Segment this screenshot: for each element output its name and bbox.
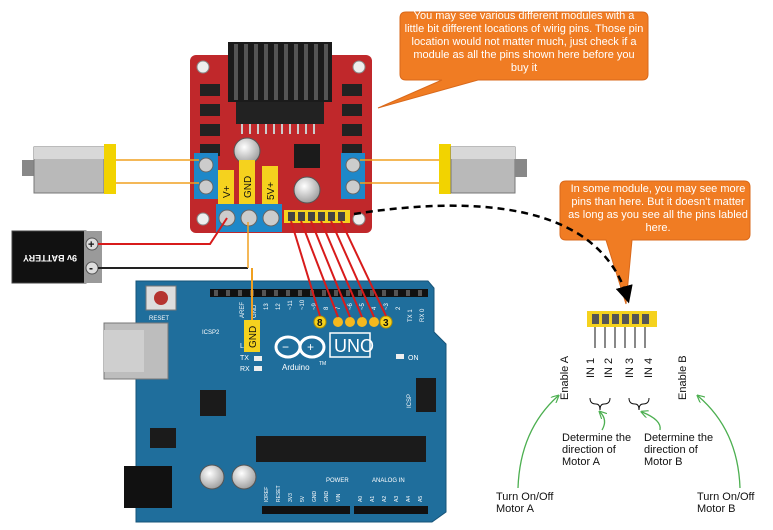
gnd-label: GND [243, 176, 254, 198]
power-gnd1: GND [312, 491, 318, 503]
icsp-header [416, 378, 436, 412]
battery-label: 9v BATTERY [23, 253, 77, 263]
pin-label-in2: IN 2 [603, 357, 615, 378]
power-ioref: IOREF [264, 487, 270, 502]
heatsink [228, 42, 332, 134]
control-wires [290, 220, 387, 318]
logo-minus: − [282, 340, 289, 354]
dc-jack [124, 466, 172, 508]
rx-label: RX [240, 366, 250, 373]
power-3v3: 3V3 [288, 493, 294, 502]
header-10: ~10 [300, 299, 306, 310]
microcontroller-chip [256, 436, 426, 462]
pin-label-enable-a: Enable A [559, 355, 571, 400]
power-5v: 5V [300, 495, 306, 502]
right-callout-bubble [559, 180, 751, 305]
power-reset: RESET [276, 485, 282, 502]
header-8: 8 [324, 306, 330, 310]
analog-label: ANALOG IN [372, 478, 405, 484]
header-7: 7 [336, 306, 342, 310]
pin-8-label: 8 [317, 318, 323, 329]
top-callout-bubble [377, 11, 649, 109]
analog-a2: A2 [382, 496, 388, 502]
motor-b [439, 144, 527, 194]
tm-label: TM [319, 361, 326, 367]
board-gnd-tag [244, 320, 260, 352]
power-label: POWER [326, 478, 349, 484]
header-tx1: TX 1 [408, 309, 414, 322]
header-aref: AREF [240, 302, 246, 318]
header-12: 12 [276, 303, 282, 310]
digital-header [210, 289, 428, 297]
5vplus-label: 5V+ [266, 182, 277, 200]
note-direction-a: Determine the direction of Motor A [562, 432, 632, 468]
header-13: 13 [264, 303, 270, 310]
brand-label: Arduino [282, 363, 310, 372]
pin-highlight-row [313, 315, 393, 329]
header-3: ~3 [384, 302, 390, 310]
pin-label-in1: IN 1 [585, 357, 597, 378]
header-5: ~5 [360, 302, 366, 310]
icsp-label: ICSP [407, 394, 413, 408]
power-header [262, 506, 350, 514]
motor-a [22, 144, 116, 194]
battery-minus: - [89, 261, 93, 275]
pin-label-in4: IN 4 [643, 357, 655, 378]
analog-a0: A0 [358, 496, 364, 502]
tx-label: TX [240, 355, 249, 362]
pin-header-zoom [587, 311, 657, 348]
pin-3-label: 3 [383, 318, 389, 329]
header-6: ~6 [348, 302, 354, 310]
right-callout-text: In some module, you may see more pins th… [568, 183, 748, 234]
header-rx0: RX 0 [420, 308, 426, 322]
vplus-label: V+ [222, 185, 233, 198]
logo-plus: + [307, 340, 314, 354]
analog-a4: A4 [406, 496, 412, 502]
analog-header [354, 506, 428, 514]
arduino-board: RESET ICSP2 AREF GND 13 12 ~11 ~10 ~9 8 … [103, 280, 447, 523]
motor-b-terminal [341, 153, 365, 199]
uno-label: UNO [334, 336, 374, 356]
arduino-logo [274, 335, 326, 359]
analog-a3: A3 [394, 496, 400, 502]
uno-box [329, 332, 371, 358]
on-label: ON [408, 355, 419, 362]
header-2: 2 [396, 306, 402, 310]
icsp2-label: ICSP2 [202, 330, 220, 336]
vplus-tag [218, 170, 234, 204]
usb-chip [200, 390, 226, 416]
note-onoff-b: Turn On/Off Motor B [697, 491, 755, 515]
analog-a1: A1 [370, 496, 376, 502]
gnd-tag [239, 160, 255, 204]
dashed-arrow [353, 204, 633, 304]
header-9: ~9 [312, 302, 318, 310]
board-gnd-label: GND [248, 326, 259, 348]
brace-a [589, 397, 611, 411]
reset-label: RESET [149, 316, 169, 322]
module-control-header [284, 210, 350, 223]
power-vin: VIN [336, 493, 342, 502]
header-4: 4 [372, 306, 378, 310]
regulator [150, 428, 176, 448]
green-arrows [517, 396, 741, 489]
pin-label-enable-b: Enable B [677, 355, 689, 400]
note-direction-b: Determine the direction of Motor B [644, 432, 714, 468]
analog-a5: A5 [418, 496, 424, 502]
header-gnd: GND [252, 304, 258, 318]
pin-label-in3: IN 3 [624, 357, 636, 378]
top-callout-text: You may see various different modules wi… [404, 10, 644, 74]
note-onoff-a: Turn On/Off Motor A [496, 491, 554, 515]
capacitor [293, 176, 321, 204]
motor-driver-module: V+ GND 5V+ [190, 42, 372, 233]
brace-b [628, 397, 650, 411]
power-gnd2: GND [324, 491, 330, 503]
battery-plus: + [88, 239, 94, 251]
header-11: ~11 [288, 300, 294, 310]
5vplus-tag [262, 166, 278, 204]
battery: + - 9v BATTERY [11, 230, 102, 284]
l-label: L [240, 343, 244, 350]
